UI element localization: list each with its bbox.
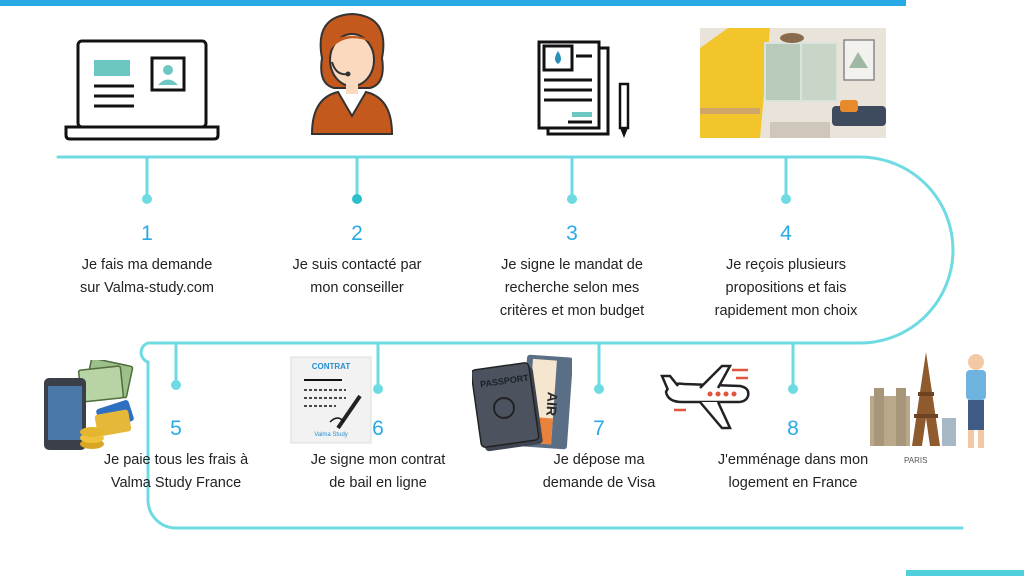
step-1-line-2: sur Valma-study.com (79, 280, 215, 296)
contract-brand-text: Valma Study (314, 432, 348, 438)
contract-title-text: CONTRAT (311, 362, 351, 371)
step-2-line-1: Je suis contacté par (292, 257, 422, 273)
step-label-6: Je signe mon contrat de bail en ligne (278, 449, 478, 495)
step-number-3: 3 (566, 222, 578, 245)
step-6-line-1: Je signe mon contrat (310, 452, 446, 468)
dot-4 (781, 194, 791, 204)
paris-traveler-icon: PARIS (866, 352, 998, 470)
dot-7 (594, 384, 604, 394)
ticket-text: AIR (543, 391, 561, 417)
payment-money-icon (44, 360, 134, 450)
laptop-profile-icon (64, 39, 220, 141)
step-number-2: 2 (351, 222, 363, 245)
step-2-line-2: mon conseiller (310, 280, 404, 296)
apartment-photo (700, 28, 886, 138)
timeline-path (56, 155, 964, 530)
step-1-line-1: Je fais ma demande (81, 257, 213, 273)
dot-3 (567, 194, 577, 204)
step-label-2: Je suis contacté par mon conseiller (257, 254, 457, 300)
dot-1 (142, 194, 152, 204)
step-3-line-1: Je signe le mandat de (501, 257, 643, 273)
step-number-1: 1 (141, 222, 153, 245)
step-label-5: Je paie tous les frais à Valma Study Fra… (76, 449, 276, 495)
step-number-7: 7 (593, 417, 605, 440)
step-7-line-2: demande de Visa (542, 475, 656, 491)
step-label-8: J'emménage dans mon logement en France (693, 449, 893, 495)
step-8-line-2: logement en France (728, 475, 858, 491)
step-5-line-1: Je paie tous les frais à (103, 452, 249, 468)
step-3-line-3: critères et mon budget (499, 303, 645, 319)
step-number-6: 6 (372, 417, 384, 440)
step-label-3: Je signe le mandat de recherche selon me… (467, 254, 677, 323)
step-label-4: Je reçois plusieurs propositions et fais… (681, 254, 891, 323)
step-4-line-1: Je reçois plusieurs (725, 257, 847, 273)
step-number-5: 5 (170, 417, 182, 440)
step-4-line-3: rapidement mon choix (714, 303, 858, 319)
step-number-8: 8 (787, 417, 799, 440)
airplane-icon (660, 364, 750, 430)
dot-6 (373, 384, 383, 394)
step-4-line-2: propositions et fais (725, 280, 847, 296)
dot-2 (352, 194, 362, 204)
step-label-7: Je dépose ma demande de Visa (499, 449, 699, 495)
document-pen-icon (537, 40, 630, 138)
step-6-line-2: de bail en ligne (329, 475, 427, 491)
bottom-accent-bar (906, 570, 1024, 576)
step-8-line-1: J'emménage dans mon (717, 452, 869, 468)
step-7-line-1: Je dépose ma (553, 452, 645, 468)
dot-8 (788, 384, 798, 394)
step-3-line-2: recherche selon mes (504, 280, 640, 296)
step-5-line-2: Valma Study France (110, 475, 242, 491)
passport-ticket-icon: PASSPORT AIR (472, 352, 572, 452)
top-accent-bar (0, 0, 906, 6)
advisor-headset-icon (310, 12, 394, 135)
step-number-4: 4 (780, 222, 792, 245)
step-label-1: Je fais ma demande sur Valma-study.com (47, 254, 247, 300)
paris-text: PARIS (904, 456, 928, 465)
contract-icon: CONTRAT Valma Study (290, 356, 372, 444)
dot-5 (171, 380, 181, 390)
